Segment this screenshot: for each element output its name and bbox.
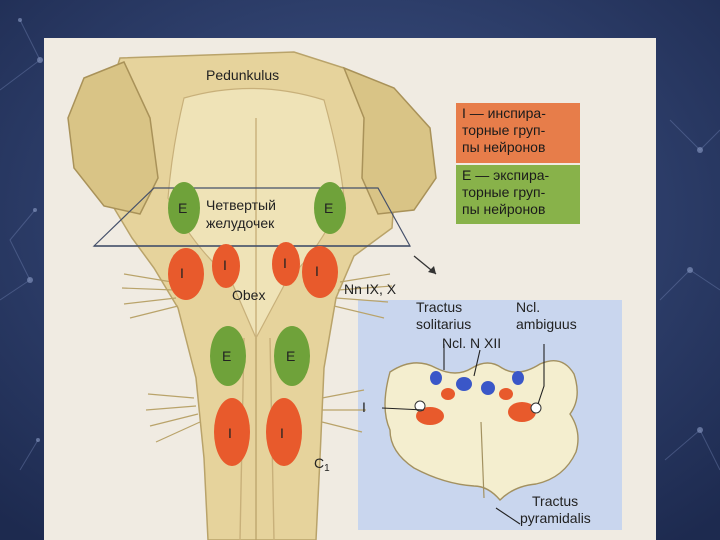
- group-marker: I: [280, 425, 284, 441]
- peduncle-label: Pedunkulus: [206, 67, 279, 83]
- tractus-pyramidalis-label-line2: pyramidalis: [520, 510, 591, 526]
- group-marker: E: [222, 348, 231, 364]
- inspiratory-group-lower-left: [214, 398, 250, 466]
- group-marker: E: [324, 200, 333, 216]
- legend-inspiratory-line1: I — инспира-: [462, 105, 574, 122]
- legend-inspiratory-line3: пы нейронов: [462, 139, 574, 156]
- group-marker: I: [223, 257, 227, 273]
- inspiratory-group-1: [168, 248, 204, 300]
- group-marker: E: [286, 348, 295, 364]
- ncl-ambiguus-label-line1: Ncl.: [516, 299, 540, 315]
- legend-expiratory-line1: E — экспира-: [462, 167, 574, 184]
- tractus-solitarius-label-line1: Tractus: [416, 299, 462, 315]
- group-marker: I: [315, 263, 319, 279]
- legend-expiratory-line2: торные груп-: [462, 184, 574, 201]
- tractus-solitarius-label-line2: solitarius: [416, 316, 471, 332]
- group-marker: I: [228, 425, 232, 441]
- tractus-pyramidalis-label-line1: Tractus: [532, 493, 578, 509]
- nerves-label: Nn IX, X: [344, 281, 397, 297]
- ncl-ambiguus-label-line2: ambiguus: [516, 316, 577, 332]
- section-i-marker: I: [362, 399, 366, 415]
- ventricle-label-line1: Четвертый: [206, 197, 276, 213]
- group-marker: I: [283, 255, 287, 271]
- legend-expiratory-line3: пы нейронов: [462, 201, 574, 218]
- group-marker: I: [180, 265, 184, 281]
- brainstem-diagram-photo: E E I I I I E E I I Pedunkulus Четвертый…: [44, 38, 656, 540]
- group-marker: E: [178, 200, 187, 216]
- inspiratory-group-4: [302, 246, 338, 298]
- legend-inspiratory-line2: торные груп-: [462, 122, 574, 139]
- ventricle-label-line2: желудочек: [206, 215, 275, 231]
- legend-expiratory: E — экспира- торные груп- пы нейронов: [456, 165, 580, 224]
- obex-label: Obex: [232, 287, 265, 303]
- inspiratory-group-lower-right: [266, 398, 302, 466]
- legend-inspiratory: I — инспира- торные груп- пы нейронов: [456, 103, 580, 163]
- ncl-n-xii-label: Ncl. N XII: [442, 335, 501, 351]
